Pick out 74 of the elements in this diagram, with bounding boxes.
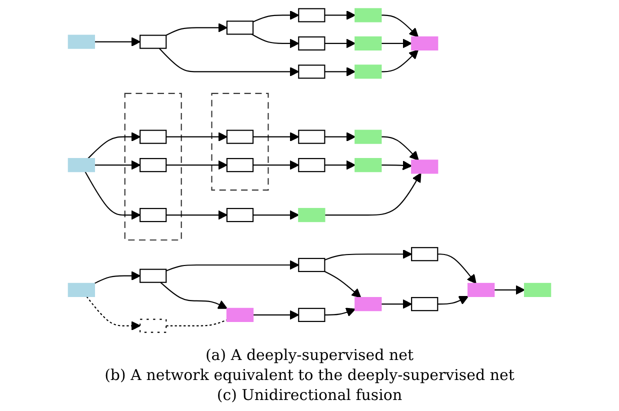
layer-block [411,160,438,174]
layer-block [226,308,254,322]
arrow [381,136,419,161]
arrow [494,285,525,295]
arrow [438,254,476,284]
arrow [381,299,412,309]
layer-block [524,282,552,298]
arrow [438,296,468,305]
arrow [166,210,228,220]
arrow [88,132,141,159]
arrow [166,22,228,36]
arrow [381,160,412,170]
arrow [86,296,141,331]
arrow [166,160,228,170]
arrow [253,160,300,170]
arrow [381,50,419,72]
arrow [166,260,300,272]
arrow [324,160,356,170]
arrow [251,34,300,48]
layer-block [68,158,96,172]
arrow [324,308,356,317]
layer-block [298,64,326,79]
layer-block [140,158,167,172]
layer-block [411,36,438,50]
arrow [324,66,356,76]
arrow [324,271,362,298]
arrow [324,38,356,48]
arrow [324,172,422,216]
arrow [94,37,141,47]
arrow [381,38,412,48]
layer-block [354,297,382,312]
arrow [252,10,300,22]
layer-block [140,34,167,49]
layer-block [226,208,254,222]
arrow [253,310,300,320]
layer-block [298,308,326,322]
layer-block [140,268,167,283]
layer-block [468,282,495,298]
layer-block [68,282,96,298]
layer-block [68,34,96,49]
layer-block [298,258,326,272]
layer-block [298,208,326,222]
layer-block [354,8,382,22]
layer-block [298,158,326,172]
arrow [324,10,356,20]
layer-block [354,64,382,79]
arrow [94,160,141,170]
arrow [166,132,228,142]
arrow [324,132,356,142]
arrow [324,249,412,260]
layer-block [411,247,438,262]
arrow [158,48,300,76]
arrow [253,210,300,220]
layer-block [298,130,326,144]
caption: (c) Unidirectional fusion [216,386,402,404]
connector [166,319,228,326]
caption: (b) A network equivalent to the deeply-supervised net [104,366,514,384]
layer-block [226,130,254,144]
layer-block [354,130,382,144]
layer-block [140,130,167,144]
arrow [160,282,228,309]
arrow [253,132,300,142]
layer-block [226,158,254,172]
layer-block [354,36,382,50]
arrow [94,271,141,284]
layer-block [226,20,254,35]
arrow [381,14,419,38]
layer-block [411,297,438,312]
caption: (a) A deeply-supervised net [205,346,414,364]
layer-block [298,8,326,22]
arrow [84,171,141,220]
layer-block [298,36,326,50]
layer-block [140,208,167,222]
layer-block [354,158,382,172]
